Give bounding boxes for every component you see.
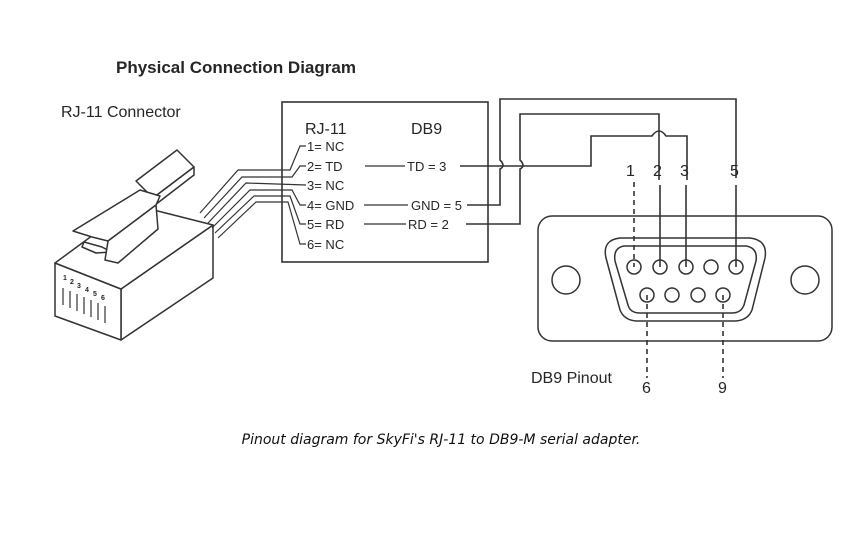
rj11-plug-pin-4: 4 (85, 287, 89, 294)
db9-pin-label-2: 2 (653, 163, 662, 180)
db9-signal-rd: RD = 2 (408, 217, 449, 232)
rj11-plug-pin-5: 5 (93, 291, 97, 298)
db9-pinout-label: DB9 Pinout (531, 370, 612, 387)
rj11-pin-3: 3= NC (307, 178, 344, 193)
rj11-pin-5: 5= RD (307, 217, 344, 232)
db9-connector-icon (537, 182, 833, 378)
figure-caption: Pinout diagram for SkyFi's RJ-11 to DB9-… (241, 432, 641, 448)
db9-pin-label-3: 3 (680, 163, 689, 180)
db9-signal-list: TD = 3 GND = 5 RD = 2 (364, 159, 462, 232)
db9-signal-gnd: GND = 5 (411, 198, 462, 213)
box-header-db9: DB9 (411, 121, 442, 138)
rj11-plug-pin-1: 1 (63, 275, 67, 282)
db9-pin-label-6: 6 (642, 380, 651, 397)
db9-pin-label-1: 1 (626, 163, 635, 180)
box-header-rj11: RJ-11 (305, 121, 347, 138)
wiring-box (281, 101, 489, 263)
rj11-contacts (62, 288, 106, 323)
diagram-title: Physical Connection Diagram (116, 58, 356, 77)
rj11-plug-icon: 1 2 3 4 5 6 (54, 149, 214, 341)
rj11-connector-label: RJ-11 Connector (61, 104, 181, 121)
db9-signal-td: TD = 3 (407, 159, 446, 174)
db9-pins (626, 259, 744, 303)
rj11-cable-wires (199, 145, 307, 245)
rj11-plug-pin-6: 6 (101, 295, 105, 302)
rj11-pin-list: 1= NC 2= TD 3= NC 4= GND 5= RD 6= NC (307, 139, 354, 252)
db9-pin-label-5: 5 (730, 163, 739, 180)
db9-routing-wires (460, 98, 737, 225)
rj11-pin-6: 6= NC (307, 237, 344, 252)
db9-pin-label-9: 9 (718, 380, 727, 397)
rj11-pin-1: 1= NC (307, 139, 344, 154)
rj11-pin-4: 4= GND (307, 198, 354, 213)
rj11-pin-2: 2= TD (307, 159, 343, 174)
rj11-plug-pin-3: 3 (77, 283, 81, 290)
rj11-plug-pin-2: 2 (70, 279, 74, 286)
